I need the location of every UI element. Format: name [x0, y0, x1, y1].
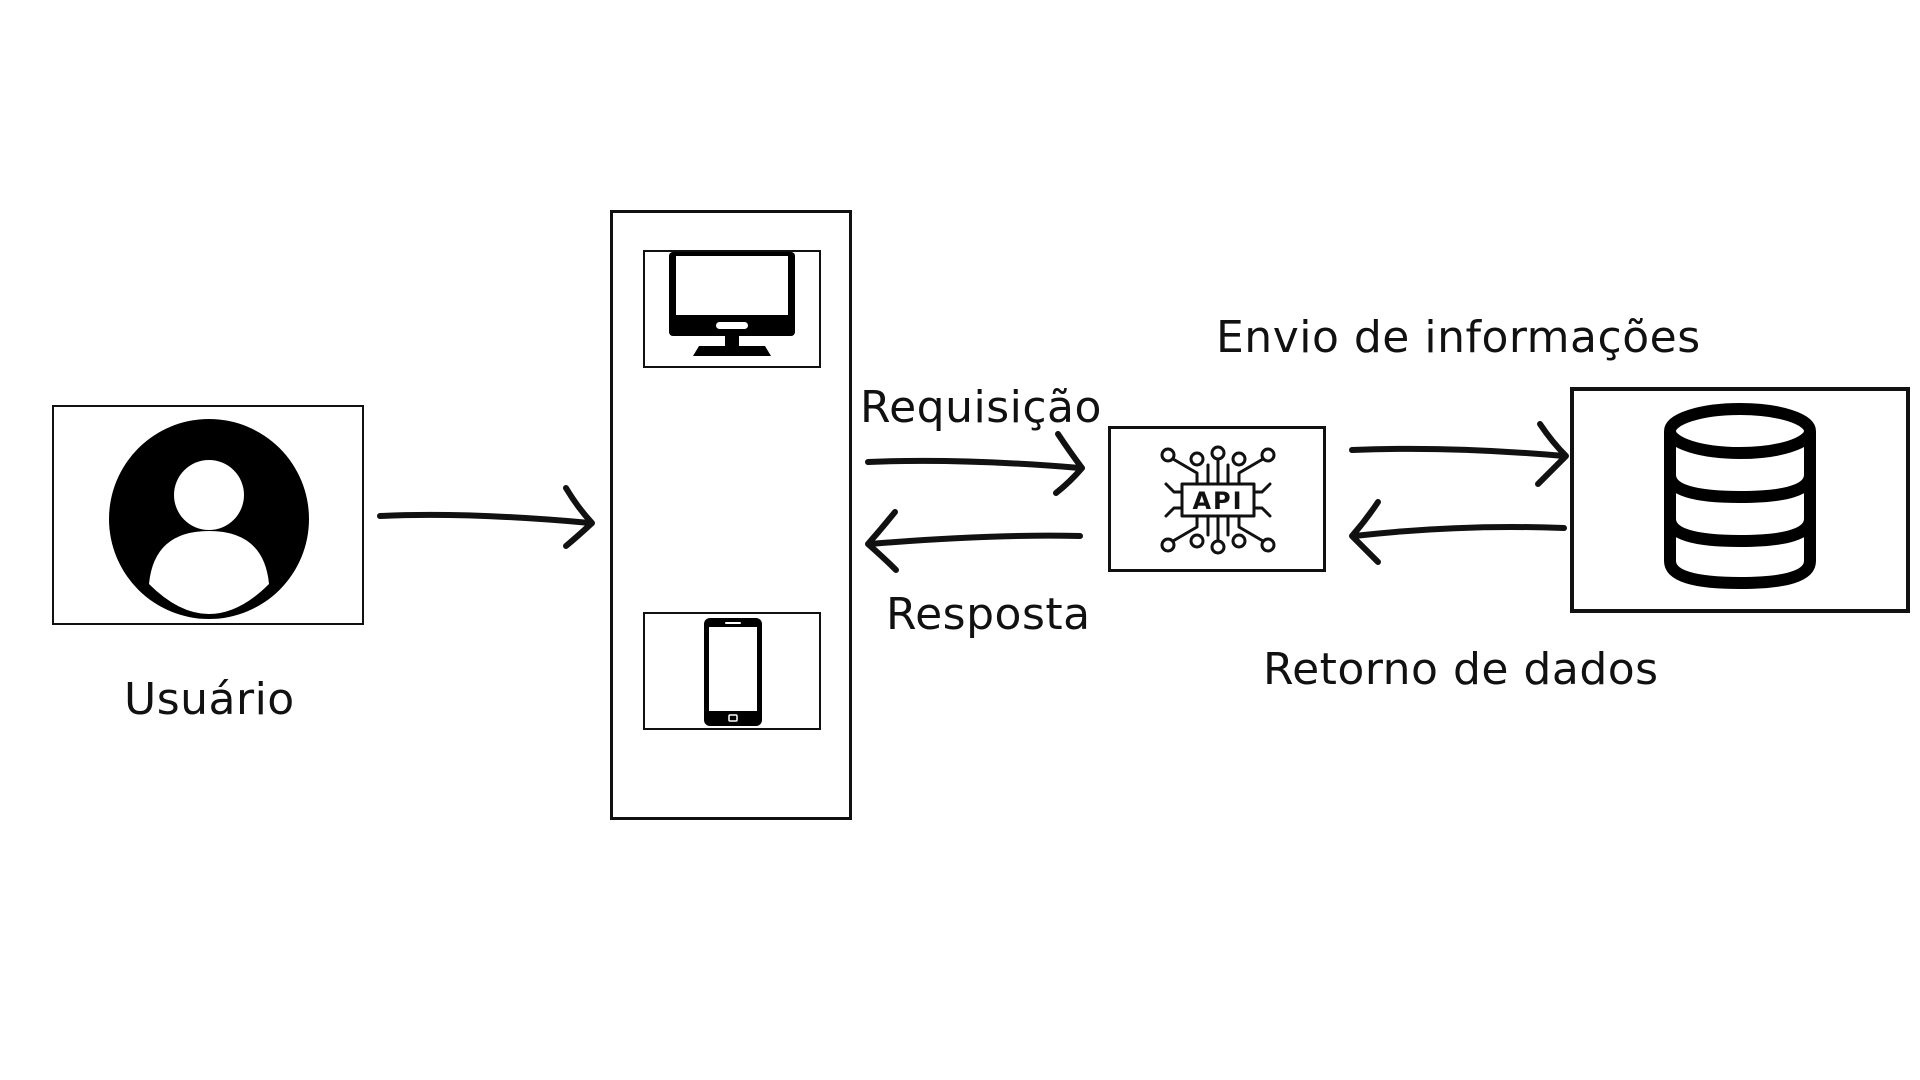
return-data-label: Retorno de dados	[1263, 644, 1659, 695]
user-label: Usuário	[124, 674, 295, 725]
arrow-user-to-devices	[377, 485, 595, 549]
arrow-send-info	[1349, 421, 1569, 487]
smartphone-icon	[704, 618, 762, 726]
user-avatar-icon	[109, 419, 309, 619]
api-box: API	[1108, 426, 1326, 572]
api-chip-icon: API	[1160, 445, 1276, 555]
database-icon	[1664, 403, 1816, 589]
arrow-return-data	[1349, 499, 1567, 565]
desktop-box	[643, 250, 821, 368]
user-box	[52, 405, 364, 625]
database-box	[1570, 387, 1910, 613]
response-label: Resposta	[886, 589, 1091, 640]
request-label: Requisição	[860, 382, 1102, 433]
api-label: API	[1192, 487, 1243, 515]
arrow-response	[865, 509, 1083, 573]
arrow-request	[865, 431, 1085, 496]
desktop-monitor-icon	[669, 252, 795, 356]
phone-box	[643, 612, 821, 730]
send-info-label: Envio de informações	[1216, 312, 1701, 363]
